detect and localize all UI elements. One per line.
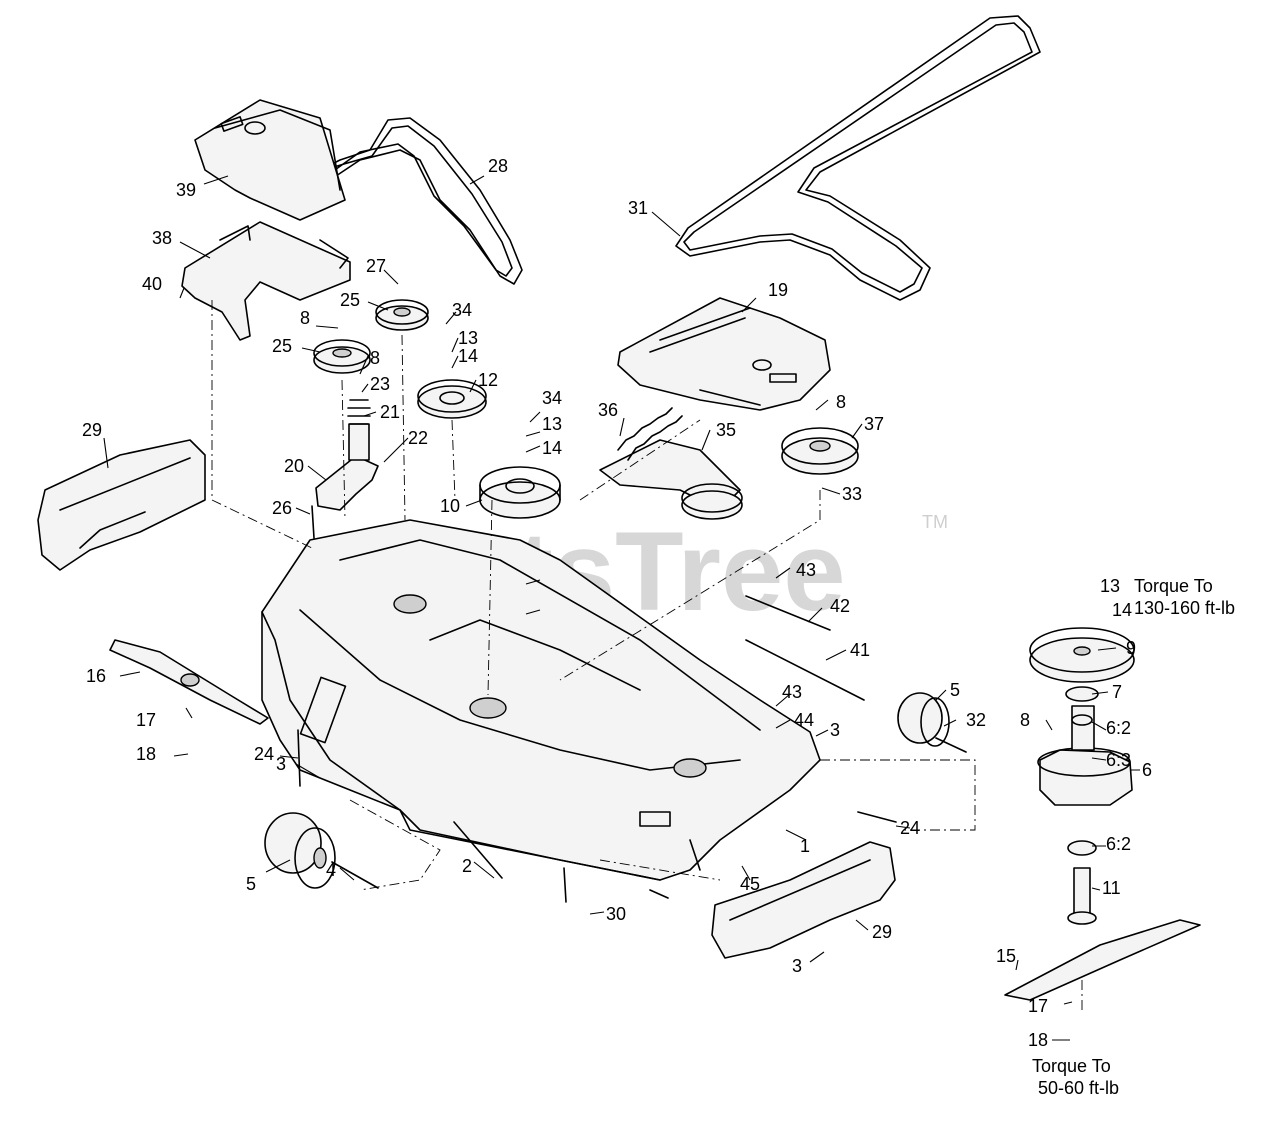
gauge-wheel-5-left (264, 812, 336, 889)
torque-note-top-line1: Torque To (1134, 576, 1213, 596)
callout-13-upper: 13 (458, 328, 478, 348)
gauge-wheel-5-right (897, 692, 950, 747)
callout-33: 33 (842, 484, 862, 504)
callout-29-right: 29 (872, 922, 892, 942)
callout-8-c: 8 (836, 392, 846, 412)
pulley-37 (781, 427, 859, 475)
callout-6: 6 (1142, 760, 1152, 780)
callout-30: 30 (606, 904, 626, 924)
mounting-plate-38 (181, 221, 351, 341)
callout-14-lower: 14 (542, 438, 562, 458)
callout-21: 21 (380, 402, 400, 422)
callout-1: 1 (800, 836, 810, 856)
callout-36: 36 (598, 400, 618, 420)
callout-leaders (103, 175, 1140, 1041)
callout-44: 44 (794, 710, 814, 730)
callout-8-b: 8 (370, 348, 380, 368)
callout-27: 27 (366, 256, 386, 276)
blade-15 (1004, 919, 1201, 1001)
callout-5-right: 5 (950, 680, 960, 700)
callout-29-left: 29 (82, 420, 102, 440)
callout-19: 19 (768, 280, 788, 300)
callout-35: 35 (716, 420, 736, 440)
callout-15: 15 (996, 946, 1016, 966)
callout-6-3: 6:3 (1106, 750, 1131, 770)
callout-14-upper: 14 (458, 346, 478, 366)
torque-notes: Torque To 130-160 ft-lb Torque To 50-60 … (1032, 576, 1235, 1098)
callout-39: 39 (176, 180, 196, 200)
callout-17-left: 17 (136, 710, 156, 730)
spring-36 (617, 407, 683, 461)
discharge-guard-29-left (37, 439, 206, 571)
callout-16: 16 (86, 666, 106, 686)
belt-cover-39 (194, 99, 346, 221)
callout-6-2-lower: 6:2 (1106, 834, 1131, 854)
callout-3-c: 3 (792, 956, 802, 976)
callout-22: 22 (408, 428, 428, 448)
idler-arm-20 (315, 399, 379, 511)
pulley-12 (417, 379, 487, 419)
callout-6-2-upper: 6:2 (1106, 718, 1131, 738)
callout-31: 31 (628, 198, 648, 218)
callout-24-right: 24 (900, 818, 920, 838)
callout-23: 23 (370, 374, 390, 394)
callout-26: 26 (272, 498, 292, 518)
callout-20: 20 (284, 456, 304, 476)
assembly-centerlines (211, 300, 1083, 1010)
callout-4: 4 (326, 860, 336, 880)
callout-7: 7 (1112, 682, 1122, 702)
callout-34-upper: 34 (452, 300, 472, 320)
idler-assembly-35 (599, 439, 743, 520)
pulley-10 (479, 466, 561, 519)
callout-34-lower: 34 (542, 388, 562, 408)
callout-32: 32 (966, 710, 986, 730)
spindle-assembly-6 (1037, 686, 1133, 925)
rods-and-bolts (297, 505, 967, 903)
callout-18-left: 18 (136, 744, 156, 764)
callout-24-left: 24 (254, 744, 274, 764)
callout-5-left: 5 (246, 874, 256, 894)
callout-8-a: 8 (300, 308, 310, 328)
callout-8-right: 8 (1020, 710, 1030, 730)
callout-25-upper: 25 (340, 290, 360, 310)
callout-13-lower: 13 (542, 414, 562, 434)
torque-note-bottom-line2: 50-60 ft-lb (1038, 1078, 1119, 1098)
callout-45: 45 (740, 874, 760, 894)
torque-note-top-line2: 130-160 ft-lb (1134, 598, 1235, 618)
watermark-trademark: TM (922, 512, 948, 532)
callout-28: 28 (488, 156, 508, 176)
callout-13-right: 13 (1100, 576, 1120, 596)
callout-labels: 39 28 38 27 31 40 25 34 8 19 13 25 14 8 … (82, 156, 1152, 1050)
callout-11: 11 (1102, 878, 1121, 898)
callout-41: 41 (850, 640, 870, 660)
belt-cover-19 (617, 297, 831, 411)
pulley-25-lower (313, 339, 371, 374)
callout-3-b: 3 (276, 754, 286, 774)
callout-10: 10 (440, 496, 460, 516)
callout-40: 40 (142, 274, 162, 294)
torque-note-bottom-line1: Torque To (1032, 1056, 1111, 1076)
callout-25-lower: 25 (272, 336, 292, 356)
callout-43-lower: 43 (782, 682, 802, 702)
callout-2: 2 (462, 856, 472, 876)
callout-43-upper: 43 (796, 560, 816, 580)
belt-31 (675, 15, 1041, 301)
discharge-guard-29-right (711, 841, 896, 959)
callout-14-right: 14 (1112, 600, 1132, 620)
pulley-25-upper (375, 299, 429, 331)
callout-12: 12 (478, 370, 498, 390)
pulley-9 (1029, 627, 1135, 683)
callout-37: 37 (864, 414, 884, 434)
callout-38: 38 (152, 228, 172, 248)
callout-9: 9 (1126, 638, 1136, 658)
callout-17-right: 17 (1028, 996, 1048, 1016)
blade-16 (109, 639, 269, 725)
callout-42: 42 (830, 596, 850, 616)
callout-18-right: 18 (1028, 1030, 1048, 1050)
callout-3-a: 3 (830, 720, 840, 740)
